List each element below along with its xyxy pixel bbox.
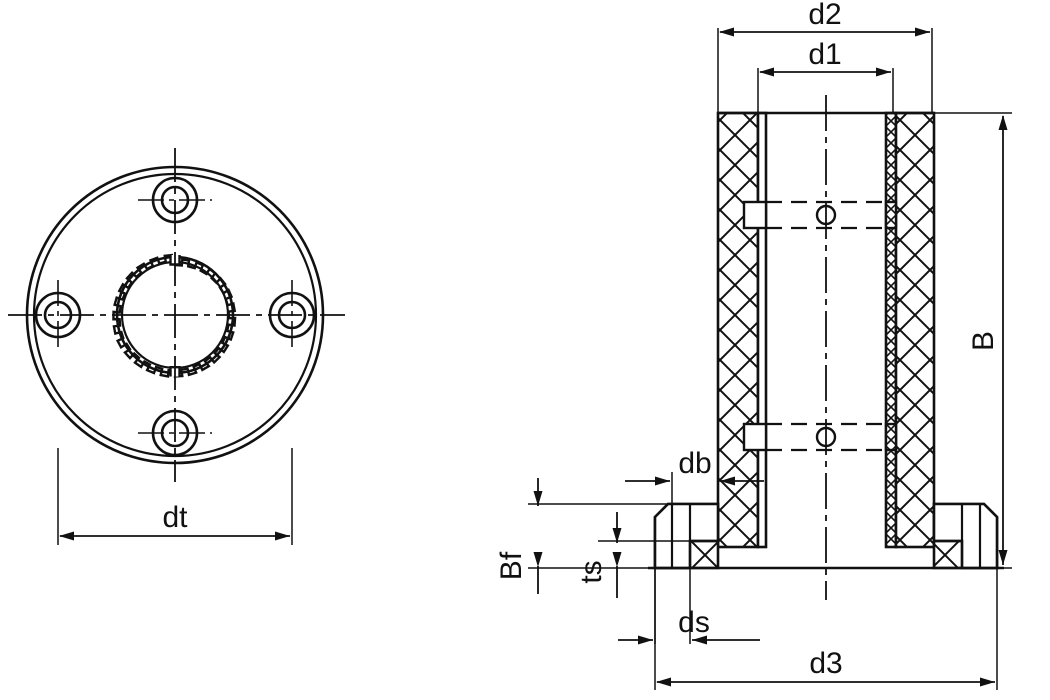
dimension-Bf: Bf xyxy=(495,478,668,594)
set-screw-bore-upper xyxy=(742,200,898,230)
dimension-db: db xyxy=(625,447,764,545)
dimension-d2: d2 xyxy=(717,0,933,113)
dimension-dt: dt xyxy=(57,448,293,545)
dimension-d3: d3 xyxy=(654,568,998,690)
hub-wall-right-hatched xyxy=(894,111,936,549)
dimension-ts: ts xyxy=(575,512,690,598)
bolt-hole-right xyxy=(268,280,316,352)
hub-liner-right xyxy=(884,111,898,549)
hub-wall-left-hatched xyxy=(716,111,760,549)
dimension-label-Bf: Bf xyxy=(495,551,528,580)
dimension-ds: ds xyxy=(618,568,760,645)
dimension-label-d2: d2 xyxy=(808,0,841,31)
dimension-label-dt: dt xyxy=(162,501,188,534)
dimension-label-ds: ds xyxy=(678,606,710,639)
dimension-label-d3: d3 xyxy=(809,647,842,680)
dimension-label-ts: ts xyxy=(575,560,608,583)
front-view: dt xyxy=(8,148,345,545)
dimension-label-d1: d1 xyxy=(808,38,841,71)
dimension-B: B xyxy=(934,112,1012,569)
dimension-label-B: B xyxy=(967,331,1000,351)
bolt-hole-left xyxy=(34,280,82,352)
section-view: d2 d1 B Bf ts xyxy=(495,0,1012,690)
dimension-label-db: db xyxy=(678,447,711,480)
dimension-d1: d1 xyxy=(757,38,894,113)
set-screw-bore-lower xyxy=(742,422,898,452)
